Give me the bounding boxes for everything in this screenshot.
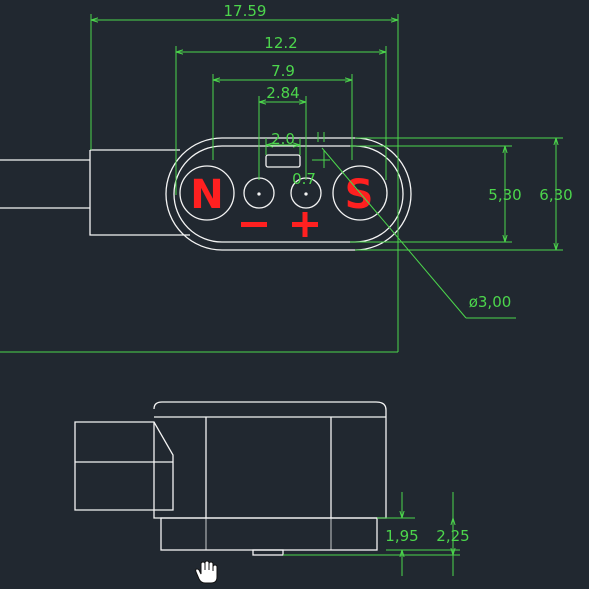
dim-magnet-span: 12.2 (264, 34, 297, 52)
dim-base-height: 1,95 (385, 527, 418, 545)
south-magnet-circle (332, 165, 388, 221)
north-label: N (190, 172, 223, 218)
dim-pin-pitch: 2.84 (266, 84, 299, 102)
dim-outer-height: 6,30 (539, 186, 572, 204)
side-base-plate (160, 517, 378, 551)
dim-slot-width: 2.0 (271, 130, 295, 148)
top-dimensions (0, 14, 563, 353)
side-housing-body (153, 401, 387, 519)
dim-pin-span: 7.9 (271, 62, 295, 80)
side-cable-boot (74, 421, 174, 511)
dim-inner-height: 5,30 (488, 186, 521, 204)
minus-pin-center (257, 192, 261, 196)
south-label: S (345, 172, 374, 218)
plus-symbol (292, 212, 318, 237)
dim-magnet-diameter: ø3,00 (469, 293, 512, 311)
side-view (74, 401, 387, 556)
plus-pin-center (304, 192, 308, 196)
minus-symbol (241, 222, 267, 227)
side-pin-tip (252, 549, 284, 556)
hand-pointer-icon (195, 560, 218, 584)
north-magnet-circle (179, 165, 235, 221)
dim-pin-offset: 0.7 (292, 170, 316, 188)
dim-overall-width: 17.59 (224, 2, 267, 20)
locating-slot (265, 154, 301, 168)
cable-boot (89, 149, 190, 236)
side-dimensions (283, 492, 460, 576)
dim-total-height: 2,25 (436, 527, 469, 545)
